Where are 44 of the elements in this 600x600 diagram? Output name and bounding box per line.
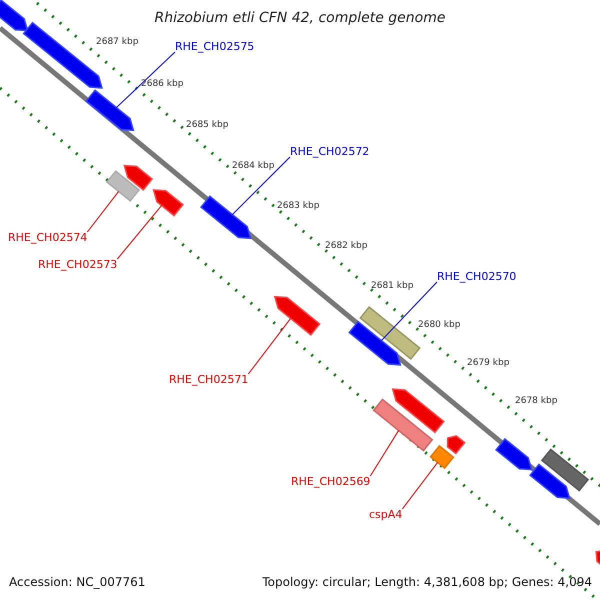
accession-text: Accession: NC_007761	[9, 576, 146, 588]
gene-feature	[0, 0, 29, 32]
position-label: 2687 kbp	[96, 38, 138, 47]
gene-label: RHE_CH02569	[291, 476, 370, 487]
gene-label: cspA4	[369, 509, 402, 520]
position-label: 2686 kbp	[141, 80, 184, 89]
genome-info-text: Topology: circular; Length: 4,381,608 bp; Genes: 4,094	[262, 576, 592, 588]
gene-bar	[540, 448, 590, 492]
gene-feature	[446, 435, 466, 455]
position-label: 2679 kbp	[467, 359, 510, 368]
gene-feature	[274, 296, 321, 336]
gene-feature	[85, 89, 134, 132]
leader-line	[116, 52, 176, 108]
position-label: 2678 kbp	[515, 397, 558, 406]
gene-label: RHE_CH02570	[437, 271, 516, 282]
gene-feature	[152, 189, 184, 217]
gene-bar	[430, 444, 454, 470]
position-label: 2685 kbp	[186, 121, 228, 130]
gene-feature	[392, 388, 445, 434]
gene-bar	[372, 398, 434, 452]
position-label: 2680 kbp	[418, 321, 460, 330]
position-label: 2684 kbp	[232, 162, 274, 171]
gene-feature	[348, 320, 402, 366]
leader-line	[402, 462, 438, 510]
gene-bar	[106, 170, 140, 202]
leader-line	[232, 156, 290, 216]
position-label: 2683 kbp	[277, 202, 320, 211]
leader-line	[370, 430, 400, 476]
gene-feature	[495, 438, 533, 470]
gene-feature	[529, 463, 570, 499]
gene-label: RHE_CH02572	[290, 146, 370, 157]
position-label: 2682 kbp	[325, 242, 368, 251]
gene-label: RHE_CH02575	[175, 41, 254, 52]
gene-label: RHE_CH02574	[8, 232, 88, 243]
leader-line	[116, 204, 162, 260]
leader-line	[248, 318, 292, 374]
gene-label: RHE_CH02573	[38, 259, 118, 270]
position-label: 2681 kbp	[371, 282, 414, 291]
gene-feature	[123, 164, 154, 191]
gene-label: RHE_CH02571	[169, 374, 248, 385]
leader-line	[86, 190, 120, 232]
gene-feature	[200, 195, 252, 240]
title: Rhizobium etli CFN 42, complete genome	[154, 11, 446, 25]
leader-line	[380, 282, 438, 342]
